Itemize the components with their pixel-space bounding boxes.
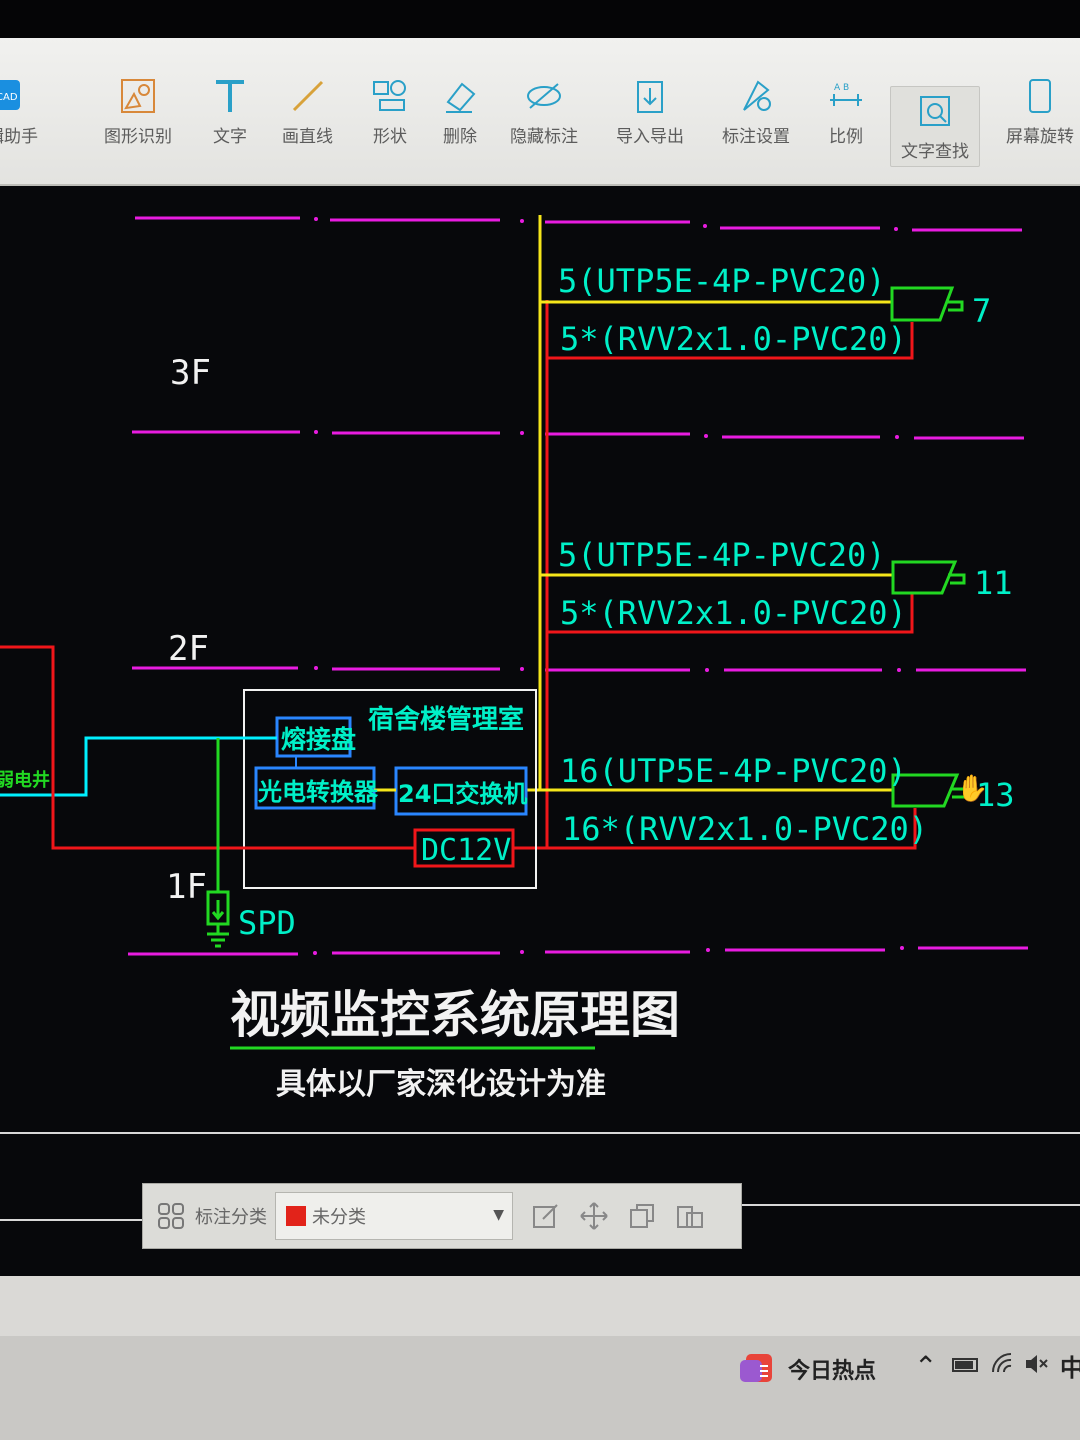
tool-hide-annotation[interactable]: 隐藏标注 [510,76,578,147]
chevron-down-icon: ▼ [493,1207,504,1223]
ime-indicator[interactable]: 中 [1060,1354,1080,1382]
tool-delete[interactable]: 删除 [440,76,480,147]
svg-text:A B: A B [834,83,849,93]
tool-label: 屏幕旋转 [1006,127,1074,147]
drawing-canvas[interactable]: 3F 2F 1F 5(UTP5E-4P-PVC20) 5*(RVV2x1.0-P… [0,186,1080,1276]
spd-icon [206,890,230,948]
floor-label: 3F [170,353,211,393]
status-strip [0,1276,1080,1336]
spd-label: SPD [238,904,296,942]
data-cable-label: 5(UTP5E-4P-PVC20) [558,536,886,574]
room-label: 宿舍楼管理室 [368,704,524,735]
power-cable-label: 16*(RVV2x1.0-PVC20) [562,810,928,848]
tool-edit-assistant[interactable]: CAD 编辑助手 [0,76,38,147]
top-toolbar: CAD 编辑助手 图形识别 文字 画直线 形状 [0,38,1080,186]
category-color-swatch [286,1206,306,1226]
tool-draw-line[interactable]: 画直线 [282,76,333,147]
hand-cursor-icon: ✋ [956,774,989,804]
tool-text-search[interactable]: 文字查找 [890,86,980,167]
tool-scale[interactable]: A B 比例 [826,76,866,147]
tool-shape[interactable]: 形状 [370,76,410,147]
edit-icon[interactable] [531,1201,561,1231]
splice-box-label: 熔接盘 [281,725,356,754]
tool-import-export[interactable]: 导入导出 [616,76,684,147]
category-label: 标注分类 [195,1207,267,1228]
text-icon [216,80,244,112]
rotate-screen-icon [1029,79,1051,113]
tool-label: 编辑助手 [0,127,38,147]
tool-rotate-screen[interactable]: 屏幕旋转 [1006,76,1074,147]
line-icon [292,80,323,112]
drawing-title: 视频监控系统原理图 [230,985,680,1044]
floor-label: 1F [166,867,207,907]
frame-border-line [0,1204,1080,1221]
category-grid-icon[interactable] [157,1202,185,1230]
eraser-icon [446,82,476,113]
category-selected-value: 未分类 [312,1207,366,1228]
tool-label: 标注设置 [722,127,790,147]
move-icon[interactable] [579,1201,609,1231]
news-widget[interactable]: 今日热点 [738,1352,876,1386]
annotation-settings-icon [743,80,771,111]
tool-label: 比例 [829,127,863,147]
chevron-up-icon[interactable]: ⌃ [914,1350,938,1383]
camera-count: 11 [974,564,1013,602]
scale-icon: A B [830,83,862,106]
floor-divider-dots [313,217,904,955]
text-search-icon [920,96,950,126]
fiber-feed-line [0,736,277,797]
tool-text[interactable]: 文字 [210,76,250,147]
tool-label: 导入导出 [616,127,684,147]
tool-shape-recognize[interactable]: 图形识别 [104,76,172,147]
shape-icon [373,80,406,111]
schematic-drawing: 3F 2F 1F 5(UTP5E-4P-PVC20) 5*(RVV2x1.0-P… [0,215,1080,1221]
floor-dividers [128,216,1028,956]
camera-count: 13 [976,776,1015,814]
power-cable-line [512,808,917,850]
power-cable-line [547,594,914,634]
power-cable-line [547,322,914,360]
data-cable-label: 5(UTP5E-4P-PVC20) [558,262,886,300]
tool-label: 隐藏标注 [510,127,578,147]
tool-label: 文字查找 [901,142,969,162]
tool-label: 图形识别 [104,127,172,147]
power-cable-label: 5*(RVV2x1.0-PVC20) [560,320,907,358]
switch-label: 24口交换机 [398,780,527,808]
speaker-muted-icon[interactable] [1024,1352,1050,1376]
news-icon [740,1354,772,1382]
drawing-subtitle: 具体以厂家深化设计为准 [276,1067,606,1102]
battery-icon[interactable] [952,1354,980,1376]
floor-label: 2F [168,629,209,669]
copy-icon[interactable] [627,1201,657,1231]
shape-recognize-icon [121,79,155,113]
hide-icon [527,83,561,109]
management-room-frame [243,689,537,889]
camera-icon [891,773,968,808]
power-cable-label: 5*(RVV2x1.0-PVC20) [560,594,907,632]
wifi-icon[interactable] [990,1352,1016,1376]
camera-icon [890,286,964,322]
taskbar: 今日热点 ⌃ 中 [0,1336,1080,1440]
left-cut-label: 弱电井 [0,769,50,791]
category-select[interactable]: 未分类 ▼ [275,1192,513,1240]
media-converter-label: 光电转换器 [257,778,379,806]
camera-count: 7 [972,292,991,330]
cad-logo-icon: CAD [0,80,20,110]
news-label: 今日热点 [788,1359,877,1384]
paste-icon[interactable] [675,1201,705,1231]
tool-label: 删除 [443,127,477,147]
tool-label: 形状 [373,127,407,147]
annotation-category-panel: 标注分类 未分类 ▼ [142,1183,742,1249]
tool-label: 画直线 [282,127,333,147]
power-supply-label: DC12V [421,833,511,868]
svg-text:CAD: CAD [0,92,18,103]
monitor-bezel [0,0,1080,38]
media-converter-frame [254,766,376,810]
tool-annotation-settings[interactable]: 标注设置 [722,76,790,147]
data-cable-label: 16(UTP5E-4P-PVC20) [560,752,907,790]
power-feed-line [0,645,415,850]
camera-icon [891,560,966,595]
tool-label: 文字 [213,127,247,147]
import-export-icon [637,81,663,113]
